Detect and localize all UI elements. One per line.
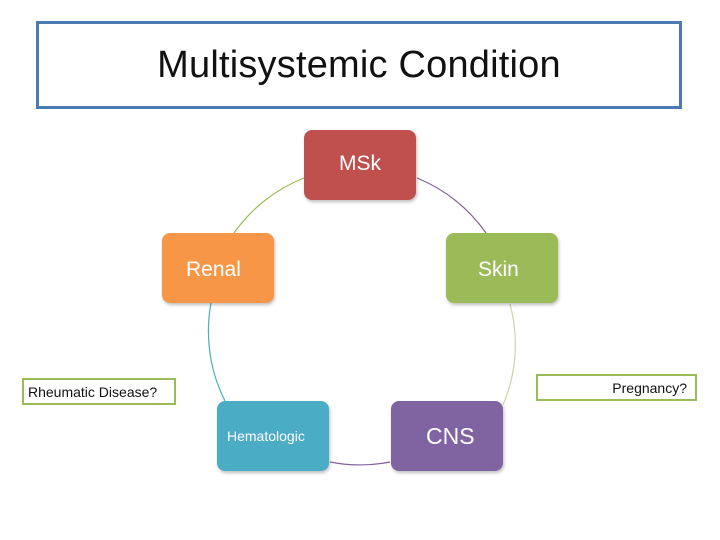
- node-renal-label: Renal: [186, 258, 241, 281]
- node-msk: MSk: [304, 130, 416, 200]
- node-hematologic-label: Hematologic: [227, 428, 305, 444]
- connector-msk-skin: [416, 177, 487, 234]
- node-skin: Skin: [446, 233, 558, 303]
- node-skin-label: Skin: [478, 258, 519, 281]
- connector-cns-hema: [329, 461, 391, 466]
- node-cns: CNS: [391, 401, 503, 471]
- connector-renal-msk: [233, 177, 305, 234]
- note-pregnancy-text: Pregnancy?: [612, 380, 687, 396]
- node-cns-label: CNS: [426, 423, 475, 449]
- connector-hema-renal: [207, 302, 226, 402]
- note-rheumatic-disease: Rheumatic Disease?: [22, 378, 176, 405]
- note-rheumatic-disease-text: Rheumatic Disease?: [28, 384, 158, 400]
- note-pregnancy: Pregnancy?: [536, 374, 697, 401]
- node-renal: Renal: [162, 233, 274, 303]
- node-msk-label: MSk: [339, 152, 381, 175]
- title-box: Multisystemic Condition: [36, 21, 682, 109]
- diagram-title: Multisystemic Condition: [157, 43, 561, 86]
- node-hematologic: Hematologic: [217, 401, 329, 471]
- connector-skin-cns: [502, 303, 516, 406]
